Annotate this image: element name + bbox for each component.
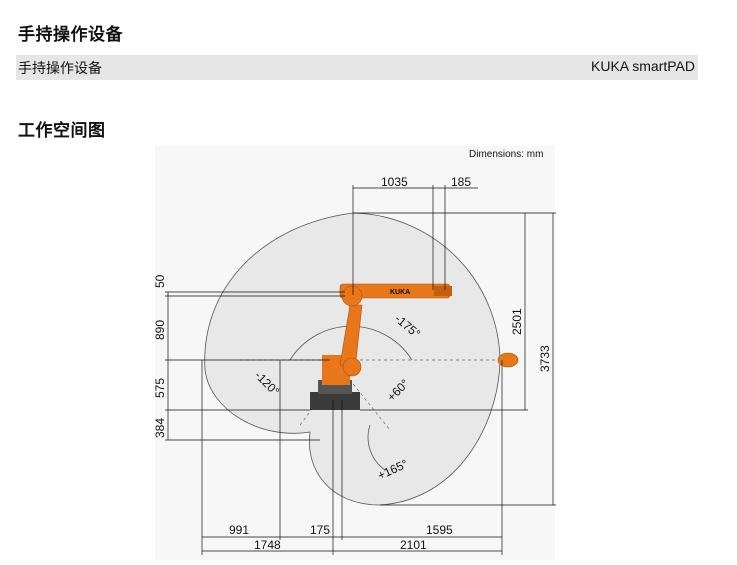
- section-title-workspace: 工作空间图: [18, 121, 106, 141]
- robot-reach-tool: [497, 352, 519, 368]
- dim-left-a: 50: [153, 274, 167, 288]
- dim-right-a: 2501: [510, 308, 524, 335]
- dim-bottom-a: 991: [229, 523, 249, 537]
- dim-bottom-c: 1595: [426, 523, 453, 537]
- units-note: Dimensions: mm: [469, 149, 543, 160]
- spec-row-value: KUKA smartPAD: [591, 58, 695, 74]
- dim-bottom-d: 1748: [254, 538, 281, 552]
- workspace-inner-lower: [367, 424, 386, 471]
- robot-wrist: [434, 286, 452, 296]
- robot-brand-label: KUKA: [390, 289, 410, 296]
- section-title-handheld: 手持操作设备: [18, 25, 123, 45]
- dim-right-b: 3733: [538, 345, 552, 372]
- dim-top-b: 185: [451, 175, 471, 189]
- dim-left-b: 890: [153, 320, 167, 340]
- dimension-lines: [165, 185, 556, 555]
- dim-top-a: 1035: [381, 175, 408, 189]
- robot-base: [310, 392, 360, 410]
- dim-bottom-e: 2101: [400, 538, 427, 552]
- dim-bottom-b: 175: [310, 523, 330, 537]
- dim-left-c: 575: [153, 378, 167, 398]
- dim-left-d: 384: [153, 418, 167, 438]
- spec-row-key: 手持操作设备: [18, 61, 102, 77]
- robot-joint-2: [342, 357, 362, 377]
- spec-row-handheld: 手持操作设备 KUKA smartPAD: [16, 55, 698, 80]
